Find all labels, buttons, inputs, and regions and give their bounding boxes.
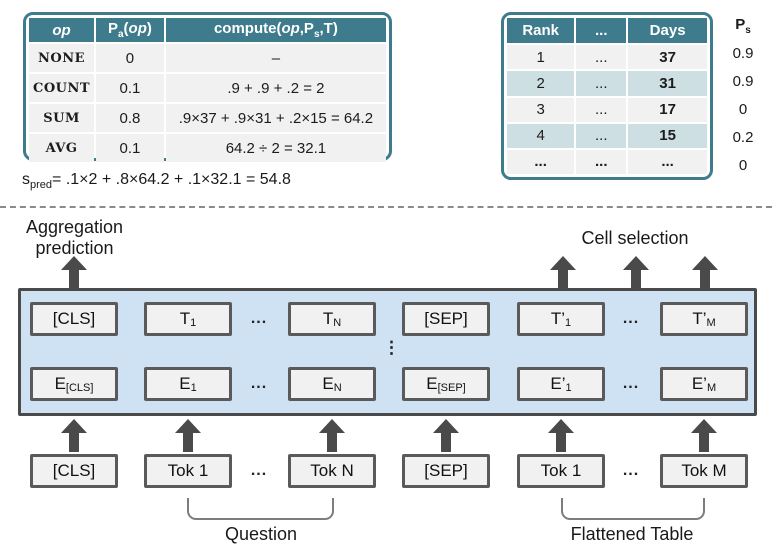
input-box-sep: [SEP] [402, 454, 490, 488]
input-box-tokn: Tok N [288, 454, 376, 488]
input-box-cls: [CLS] [30, 454, 118, 488]
up-arrow-input-tokm [690, 419, 718, 452]
input-box-tok1-question: Tok 1 [144, 454, 232, 488]
ps-value: 0 [738, 101, 748, 118]
op-row-count: COUNT 0.1 .9 + .9 + .2 = 2 [29, 74, 386, 102]
ps-value: 0 [738, 157, 748, 174]
pa-column-header: Pa(op) [96, 18, 164, 42]
input-box-tokm: Tok M [660, 454, 748, 488]
token-box-cls-output: [CLS] [30, 302, 118, 336]
ps-column-header: Ps [735, 16, 751, 36]
input-box-tok1-table: Tok 1 [517, 454, 605, 488]
compute-column-header: compute(op,Ps,T) [165, 18, 386, 42]
op-row-none: NONE 0 – [29, 44, 386, 72]
op-compute-table: op Pa(op) compute(op,Ps,T) NONE 0 – COUN… [27, 16, 388, 164]
ellipsis-input-left: ... [250, 462, 268, 479]
dashed-separator [0, 206, 772, 208]
rank-days-table-panel: Rank ... Days 1 ... 37 2 ... 31 3 ... 17… [501, 12, 713, 180]
ps-value: 0.9 [732, 45, 754, 62]
aggregation-prediction-label: Aggregation prediction [25, 217, 124, 258]
op-row-avg: AVG 0.1 64.2 ÷ 2 = 32.1 [29, 134, 386, 162]
question-label: Question [224, 524, 298, 544]
embedding-box-e-prime-1: E’1 [517, 367, 605, 401]
rank-row-2: 2 ... 31 [507, 71, 707, 96]
up-arrow-input-tokn [318, 419, 346, 452]
up-arrow-aggregation [60, 256, 88, 289]
ellipsis-input-right: ... [622, 462, 640, 479]
op-table-header-row: op Pa(op) compute(op,Ps,T) [29, 18, 386, 42]
up-arrow-cell-selection-1 [549, 256, 577, 289]
embedding-box-e-cls: E[CLS] [30, 367, 118, 401]
ps-value: 0.9 [732, 73, 754, 90]
rank-table-header-row: Rank ... Days [507, 18, 707, 44]
vertical-ellipsis: ⋮ [383, 338, 400, 357]
token-box-t-prime-1: T’1 [517, 302, 605, 336]
question-brace [187, 498, 334, 520]
embedding-box-e-prime-m: E’M [660, 367, 748, 401]
token-box-t-prime-m: T’M [660, 302, 748, 336]
embedding-box-e-sep: E[SEP] [402, 367, 490, 401]
up-arrow-input-tok1-question [174, 419, 202, 452]
ps-value: 0.2 [732, 129, 754, 146]
rank-row-3: 3 ... 17 [507, 97, 707, 122]
rank-row-1: 1 ... 37 [507, 45, 707, 70]
rank-row-ellipsis: ... ... ... [507, 149, 707, 174]
rank-row-4: 4 ... 15 [507, 123, 707, 148]
flattened-table-brace [561, 498, 705, 520]
ps-values-column: 0.9 0.9 0 0.2 0 [724, 40, 762, 180]
ellipsis-top-left: ... [250, 310, 268, 327]
rank-column-header: Rank [507, 18, 575, 44]
flattened-table-label: Flattened Table [570, 524, 694, 544]
op-column-header: op [29, 18, 95, 42]
ellipsis-emb-left: ... [250, 375, 268, 392]
up-arrow-input-cls [60, 419, 88, 452]
up-arrow-cell-selection-3 [691, 256, 719, 289]
rank-days-table: Rank ... Days 1 ... 37 2 ... 31 3 ... 17… [505, 16, 709, 176]
up-arrow-input-tok1-table [547, 419, 575, 452]
up-arrow-cell-selection-2 [622, 256, 650, 289]
ellipsis-emb-right: ... [622, 375, 640, 392]
op-compute-table-panel: op Pa(op) compute(op,Ps,T) NONE 0 – COUN… [23, 12, 392, 164]
op-row-sum: SUM 0.8 .9×37 + .9×31 + .2×15 = 64.2 [29, 104, 386, 132]
transformer-box [18, 288, 757, 416]
cell-selection-label: Cell selection [581, 228, 689, 248]
ellipsis-top-right: ... [622, 310, 640, 327]
s-pred-formula: spred= .1×2 + .8×64.2 + .1×32.1 = 54.8 [22, 171, 291, 192]
up-arrow-input-sep [432, 419, 460, 452]
mid-column-header: ... [576, 18, 627, 44]
token-box-sep-output: [SEP] [402, 302, 490, 336]
days-column-header: Days [628, 18, 707, 44]
